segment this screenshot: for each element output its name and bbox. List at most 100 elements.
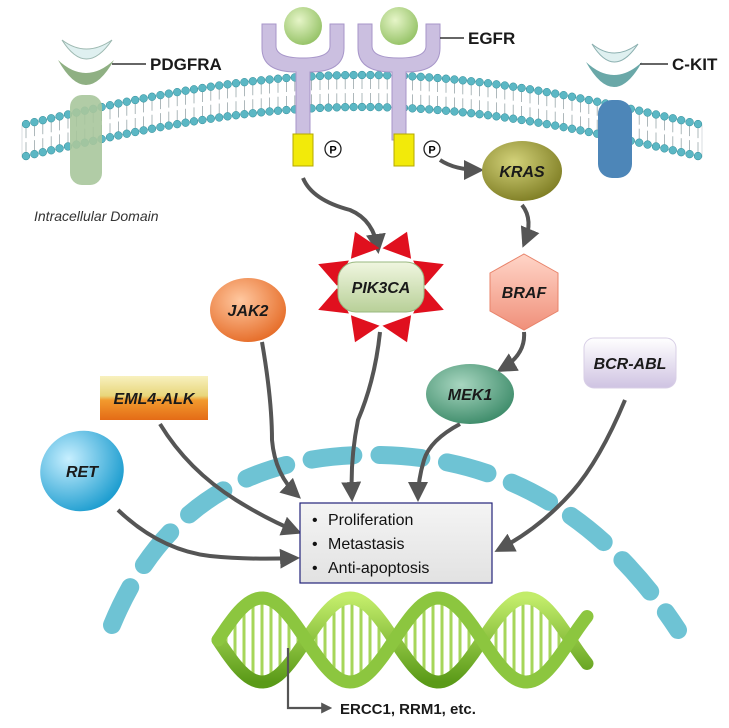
lipid-head: [425, 105, 434, 114]
svg-text:EML4-ALK: EML4-ALK: [114, 391, 196, 408]
lipid-head: [593, 97, 602, 106]
lipid-head: [517, 115, 526, 125]
lipid-head: [475, 78, 484, 87]
lipid-head: [693, 119, 703, 129]
lipid-head: [156, 91, 165, 100]
lipid-head: [660, 144, 669, 153]
lipid-head: [240, 110, 249, 119]
lipid-head: [374, 103, 383, 112]
star-spike: [318, 260, 349, 286]
lipid-head: [357, 102, 367, 112]
lipid-head: [576, 94, 585, 103]
lipid-head: [408, 72, 417, 81]
lipid-head: [567, 92, 577, 101]
lipid-head: [21, 119, 31, 129]
pik3ca-star: [318, 231, 444, 343]
lipid-head: [584, 127, 593, 137]
braf-node: BRAF: [489, 253, 559, 331]
lipid-head: [315, 103, 325, 113]
lipid-head: [677, 116, 686, 125]
lipid-head: [349, 70, 358, 80]
lipid-head: [492, 80, 501, 89]
lipid-head: [147, 124, 157, 133]
egfr-receptor-left: [261, 7, 345, 167]
lipid-head: [534, 86, 543, 95]
lipid-head: [131, 127, 140, 137]
lipid-head: [374, 71, 383, 80]
lipid-head: [55, 112, 64, 121]
lipid-head: [332, 103, 341, 112]
lipid-head: [198, 83, 207, 93]
arrow-ret-to-box: [116, 508, 300, 569]
lipid-head: [147, 92, 157, 101]
lipid-head: [576, 126, 585, 135]
pdgfra-receptor: [58, 39, 146, 185]
lipid-head: [467, 77, 476, 86]
lipid-head: [114, 131, 123, 140]
lipid-head: [273, 74, 283, 83]
lipid-head: [215, 113, 224, 122]
lipid-head: [47, 114, 56, 123]
lipid-head: [467, 109, 476, 118]
lipid-head: [114, 99, 123, 108]
star-spike: [413, 260, 444, 286]
lipid-head: [282, 105, 291, 115]
lipid-head: [509, 82, 518, 91]
lipid-head: [189, 85, 199, 94]
lipid-head: [265, 107, 274, 116]
svg-text:RET: RET: [66, 464, 99, 481]
lipid-head: [189, 117, 199, 126]
lipid-head: [500, 81, 509, 90]
lipid-head: [164, 89, 173, 98]
lipid-head: [257, 76, 266, 85]
lipid-head: [38, 148, 47, 157]
lipid-head: [173, 119, 182, 129]
lipid-head: [357, 70, 367, 80]
outcome-list: •Proliferation•Metastasis•Anti-apoptosis: [312, 512, 429, 577]
outcome-box: •Proliferation•Metastasis•Anti-apoptosis: [299, 502, 493, 584]
lipid-head: [223, 112, 232, 121]
cell-membrane: [21, 70, 703, 161]
dna-helix: [211, 591, 594, 689]
lipid-head: [156, 123, 165, 132]
arrows: [116, 158, 627, 569]
svg-text:JAK2: JAK2: [228, 303, 269, 320]
lipid-head: [181, 86, 190, 95]
lipid-head: [248, 109, 257, 118]
lipid-head: [215, 81, 224, 90]
nuclear-envelope: [103, 445, 687, 639]
lipid-head: [105, 101, 115, 110]
lipid-head: [332, 71, 341, 80]
lipid-head: [500, 113, 509, 122]
outcome-item: Proliferation: [328, 512, 413, 529]
lipid-head: [425, 73, 434, 82]
star-spike: [350, 315, 380, 343]
lipid-head: [643, 108, 652, 117]
arrow-egfr-to-pik3ca: [301, 177, 386, 254]
lipid-head: [341, 103, 350, 112]
pik3ca-node: PIK3CA: [318, 231, 444, 343]
lipid-head: [173, 87, 182, 97]
lipid-head: [122, 129, 131, 138]
dna-strand: [211, 591, 594, 689]
lipid-head: [366, 70, 375, 80]
lipid-head: [231, 111, 241, 120]
phospho-label-right: P: [428, 145, 435, 157]
star-spike: [382, 315, 412, 343]
ckit-label: C-KIT: [672, 55, 718, 74]
svg-text:BCR-ABL: BCR-ABL: [594, 356, 667, 373]
lipid-head: [248, 77, 257, 86]
lipid-head: [567, 124, 577, 133]
lipid-head: [441, 74, 451, 83]
lipid-head: [441, 106, 451, 115]
lipid-head: [198, 115, 207, 125]
lipid-head: [534, 118, 543, 127]
lipid-head: [55, 144, 64, 153]
lipid-head: [660, 112, 669, 121]
lipid-head: [517, 83, 526, 93]
lipid-head: [492, 112, 501, 121]
lipid-head: [181, 118, 190, 127]
ckit-receptor: [586, 43, 668, 178]
lipid-head: [30, 117, 39, 127]
lipid-head: [542, 87, 551, 97]
